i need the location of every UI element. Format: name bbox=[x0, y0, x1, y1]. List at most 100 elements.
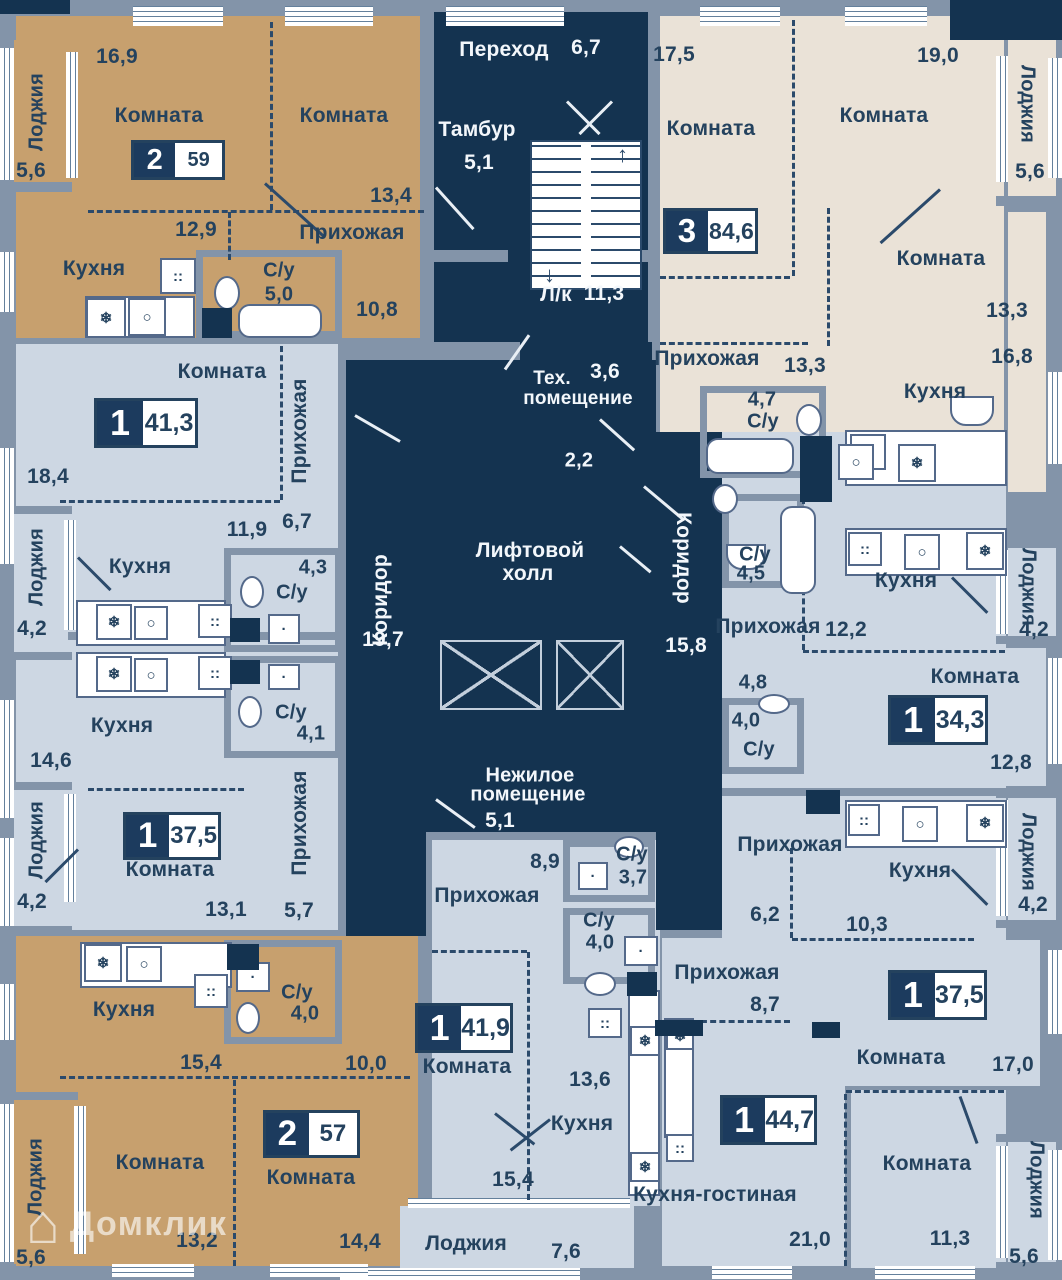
apt-3-84-main[interactable] bbox=[660, 16, 1004, 492]
badge-area-value: 59 bbox=[187, 148, 210, 171]
dashed-partition bbox=[280, 346, 283, 500]
shower-icon: · bbox=[578, 862, 608, 890]
window bbox=[0, 838, 14, 926]
apt-1-44-7-room[interactable] bbox=[851, 1090, 1006, 1268]
room-label: Кухня bbox=[62, 257, 126, 280]
apt-1-37-5r-ext[interactable] bbox=[1006, 940, 1040, 1086]
room-label: Тамбур bbox=[438, 118, 516, 141]
area-label: 15,8 bbox=[665, 634, 707, 657]
fridge-icon: ❄ bbox=[898, 444, 936, 482]
fridge-icon: ❄ bbox=[84, 944, 122, 982]
area-label: 7,6 bbox=[551, 1240, 581, 1263]
wall-segment bbox=[14, 182, 72, 192]
stove-icon: :: bbox=[198, 656, 232, 690]
room-label: Нежилое bbox=[485, 764, 575, 787]
apt-2-59-lodge[interactable] bbox=[14, 40, 68, 184]
area-label: 3,7 bbox=[618, 866, 648, 889]
wall-segment bbox=[14, 926, 72, 934]
room-label: Прихожая bbox=[299, 221, 405, 244]
badge-rooms-count: 2 bbox=[266, 1113, 309, 1155]
vent-shaft bbox=[202, 308, 232, 338]
toilet-icon bbox=[712, 484, 738, 514]
room-label: С/у bbox=[747, 410, 779, 433]
washer-icon: ○ bbox=[134, 658, 168, 692]
area-label: 13,3 bbox=[986, 299, 1028, 322]
room-label: Прихожая bbox=[674, 961, 780, 984]
stair-flight bbox=[591, 142, 640, 288]
wall-segment bbox=[434, 250, 508, 262]
area-label: 4,8 bbox=[738, 671, 768, 694]
room-label: Лоджия bbox=[25, 800, 48, 880]
room-label: Лифтовой bbox=[475, 539, 585, 562]
vent-shaft bbox=[655, 1020, 703, 1036]
dashed-partition bbox=[60, 1076, 410, 1079]
window bbox=[996, 1146, 1008, 1258]
area-label: 8,7 bbox=[750, 993, 780, 1016]
badge-rooms-count: 1 bbox=[418, 1006, 462, 1050]
toilet-icon bbox=[758, 694, 790, 714]
area-label: 14,4 bbox=[339, 1230, 381, 1253]
apt-2-57-lodge[interactable] bbox=[14, 1100, 76, 1264]
badge-rooms-count: 2 bbox=[134, 143, 176, 177]
fridge-icon: ❄ bbox=[96, 656, 132, 692]
apt-1-37-5l-lodge[interactable] bbox=[14, 788, 68, 930]
room-label: Комната bbox=[882, 1152, 972, 1175]
dashed-partition bbox=[803, 650, 1005, 653]
area-label: 19,0 bbox=[917, 44, 959, 67]
washer-icon: ○ bbox=[134, 606, 168, 640]
apt-3-84-strip[interactable] bbox=[1008, 212, 1046, 492]
toilet-icon bbox=[614, 836, 644, 858]
area-label: 5,1 bbox=[485, 809, 515, 832]
apt-1-41-3-lodge[interactable] bbox=[14, 514, 68, 658]
fridge-icon: ❄ bbox=[96, 604, 132, 640]
area-label: 21,0 bbox=[789, 1228, 831, 1251]
window bbox=[1048, 1150, 1062, 1260]
vent-shaft bbox=[227, 944, 259, 970]
room-label: Лоджия bbox=[425, 1232, 507, 1255]
window bbox=[0, 48, 14, 180]
window bbox=[875, 1266, 975, 1279]
vent-shaft bbox=[806, 790, 840, 814]
room-label: Комната bbox=[115, 1151, 205, 1174]
room-label: Кухня bbox=[550, 1112, 614, 1135]
bathroom-wall bbox=[224, 656, 342, 758]
badge-area-value: 57 bbox=[319, 1120, 347, 1147]
apartment-badge[interactable]: 2 59 bbox=[131, 140, 225, 180]
badge-rooms-count: 3 bbox=[666, 211, 708, 251]
window bbox=[845, 6, 927, 26]
area-label: 4,3 bbox=[298, 556, 328, 579]
apt-1-37-5r-lodge[interactable] bbox=[1008, 795, 1056, 923]
room-label: Комната bbox=[299, 104, 389, 127]
area-label: 8,9 bbox=[530, 850, 560, 873]
room-label: Кухня bbox=[888, 859, 952, 882]
room-label: Переход bbox=[459, 38, 549, 61]
apt-1-34-3-lodge[interactable] bbox=[1008, 544, 1056, 640]
window bbox=[0, 700, 14, 818]
apt-1-41-9-lodge[interactable] bbox=[400, 1206, 634, 1268]
window bbox=[1048, 950, 1062, 1034]
apartment-badge[interactable]: 2 57 bbox=[263, 1110, 360, 1158]
window bbox=[996, 56, 1008, 182]
domclick-logo-icon: ⌂ bbox=[26, 1192, 60, 1255]
badge-rooms-count: 1 bbox=[97, 401, 144, 445]
apt-1-34-3-ext[interactable] bbox=[1006, 648, 1046, 786]
wall-segment bbox=[996, 540, 1058, 548]
area-label: 5,6 bbox=[1009, 1245, 1039, 1268]
room-label: Тех. bbox=[533, 368, 571, 389]
washer-icon: ○ bbox=[902, 806, 938, 842]
wall-segment bbox=[996, 196, 1058, 206]
room-label: помещение bbox=[470, 783, 586, 806]
dashed-partition bbox=[228, 212, 231, 260]
bathroom-wall bbox=[700, 386, 826, 478]
fridge-icon: ❄ bbox=[966, 532, 1004, 570]
area-label: 12,2 bbox=[825, 618, 867, 641]
room-label: Комната bbox=[839, 104, 929, 127]
room-label: Комната bbox=[114, 104, 204, 127]
